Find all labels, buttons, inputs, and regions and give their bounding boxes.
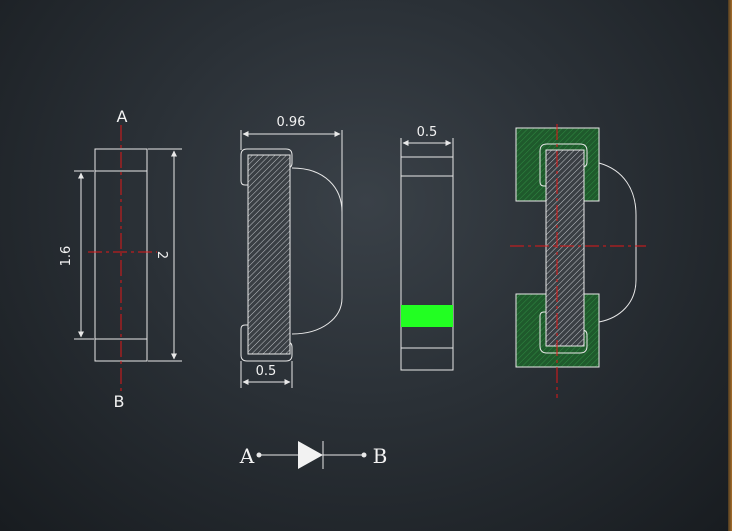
end-body-outline — [400, 156, 454, 371]
fp-wire-bond — [598, 162, 637, 323]
dim-label-2: 2 — [154, 251, 169, 259]
diode-symbol: A B — [239, 441, 388, 469]
view-end: 0.5 — [400, 125, 454, 371]
view-footprint — [510, 124, 646, 398]
symbol-label-a: A — [239, 444, 255, 468]
symbol-label-b: B — [373, 444, 388, 468]
dim-label-0-5-bottom: 0.5 — [256, 364, 277, 379]
window-edge — [728, 0, 732, 531]
dim-label-0-96: 0.96 — [277, 115, 306, 130]
polarity-band — [401, 305, 453, 327]
wire-bond — [291, 167, 343, 335]
die-hatched — [247, 154, 291, 355]
fp-die-hatched — [545, 149, 585, 347]
diode-triangle — [298, 441, 323, 469]
view-top: 0.96 0.5 — [240, 115, 343, 388]
label-b: B — [114, 392, 125, 411]
dim-label-1-6: 1.6 — [59, 246, 74, 267]
dim-label-0-5-top: 0.5 — [417, 125, 438, 140]
label-a: A — [117, 107, 128, 126]
view-side: 1.6 2 A B — [59, 107, 182, 411]
cathode-terminal-dot — [361, 452, 367, 458]
